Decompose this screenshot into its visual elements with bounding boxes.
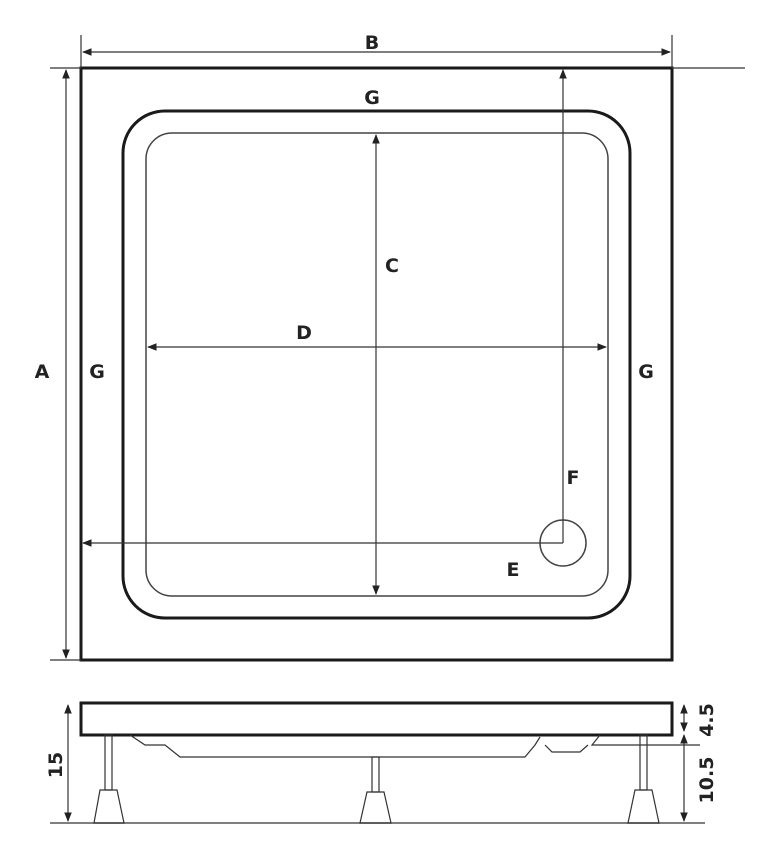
tray-outline bbox=[79, 66, 674, 662]
label-total-height: 15 bbox=[45, 752, 67, 778]
label-tray-height: 4.5 bbox=[696, 703, 718, 737]
plan-view: B G A G G C D F E bbox=[35, 32, 745, 662]
leg-center bbox=[359, 756, 392, 824]
basin-outer-edge bbox=[121, 109, 632, 620]
label-leg-height: 10.5 bbox=[696, 757, 718, 804]
label-g-left: G bbox=[89, 361, 105, 383]
label-g-top: G bbox=[364, 87, 380, 109]
label-e: E bbox=[507, 559, 520, 581]
side-view: 15 4.5 10.5 bbox=[45, 701, 718, 824]
label-c: C bbox=[385, 255, 399, 277]
label-f: F bbox=[567, 467, 580, 489]
label-g-right: G bbox=[638, 361, 654, 383]
leg-left bbox=[93, 734, 125, 824]
label-a: A bbox=[35, 361, 50, 383]
basin-inner-edge bbox=[145, 132, 609, 597]
label-b: B bbox=[365, 32, 379, 54]
basin-underside bbox=[129, 734, 700, 758]
label-d: D bbox=[296, 322, 312, 344]
tray-slab bbox=[79, 701, 674, 737]
leg-right bbox=[627, 734, 660, 824]
